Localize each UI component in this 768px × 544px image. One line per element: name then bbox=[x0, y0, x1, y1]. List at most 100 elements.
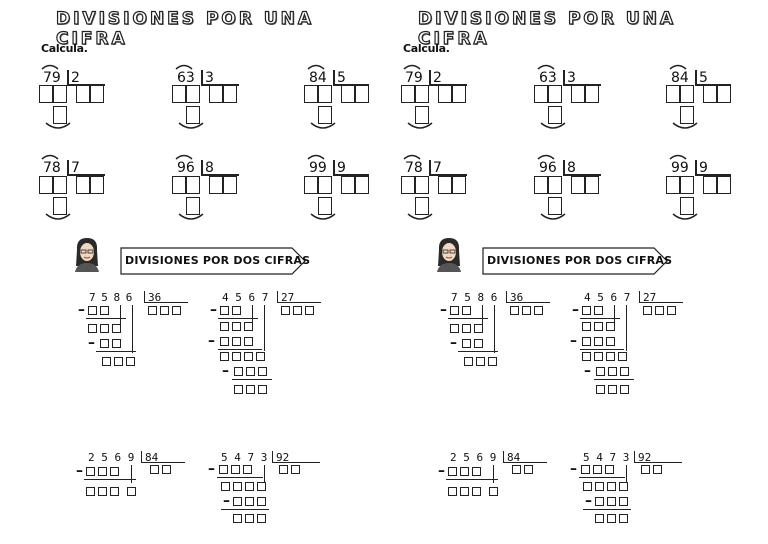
digit-box[interactable] bbox=[245, 514, 254, 523]
answer-box[interactable] bbox=[666, 85, 680, 103]
answer-box[interactable] bbox=[172, 85, 186, 103]
quotient-box[interactable] bbox=[510, 306, 519, 315]
quotient-box[interactable] bbox=[643, 306, 652, 315]
digit-box[interactable] bbox=[221, 482, 230, 491]
remainder-box[interactable] bbox=[318, 197, 332, 215]
digit-box[interactable] bbox=[256, 352, 265, 361]
remainder-box[interactable] bbox=[53, 106, 67, 124]
digit-box[interactable] bbox=[595, 482, 604, 491]
digit-box[interactable] bbox=[102, 357, 111, 366]
answer-box[interactable] bbox=[415, 85, 429, 103]
digit-box[interactable] bbox=[620, 367, 629, 376]
digit-box[interactable] bbox=[608, 367, 617, 376]
digit-box[interactable] bbox=[462, 306, 471, 315]
digit-box[interactable] bbox=[232, 322, 241, 331]
quotient-box[interactable] bbox=[452, 176, 466, 194]
digit-box[interactable] bbox=[607, 482, 616, 491]
digit-box[interactable] bbox=[233, 482, 242, 491]
quotient-box[interactable] bbox=[341, 85, 355, 103]
quotient-box[interactable] bbox=[524, 465, 533, 474]
digit-box[interactable] bbox=[582, 322, 591, 331]
digit-box[interactable] bbox=[110, 487, 119, 496]
digit-box[interactable] bbox=[244, 337, 253, 346]
digit-box[interactable] bbox=[258, 385, 267, 394]
remainder-box[interactable] bbox=[53, 197, 67, 215]
digit-box[interactable] bbox=[114, 357, 123, 366]
digit-box[interactable] bbox=[232, 306, 241, 315]
remainder-box[interactable] bbox=[548, 106, 562, 124]
answer-box[interactable] bbox=[186, 176, 200, 194]
answer-box[interactable] bbox=[53, 85, 67, 103]
quotient-box[interactable] bbox=[522, 306, 531, 315]
digit-box[interactable] bbox=[489, 487, 498, 496]
digit-box[interactable] bbox=[462, 324, 471, 333]
quotient-box[interactable] bbox=[279, 465, 288, 474]
digit-box[interactable] bbox=[245, 482, 254, 491]
quotient-box[interactable] bbox=[172, 306, 181, 315]
digit-box[interactable] bbox=[596, 367, 605, 376]
digit-box[interactable] bbox=[595, 514, 604, 523]
quotient-box[interactable] bbox=[293, 306, 302, 315]
answer-box[interactable] bbox=[39, 176, 53, 194]
digit-box[interactable] bbox=[112, 324, 121, 333]
digit-box[interactable] bbox=[460, 487, 469, 496]
answer-box[interactable] bbox=[318, 176, 332, 194]
answer-box[interactable] bbox=[53, 176, 67, 194]
digit-box[interactable] bbox=[474, 324, 483, 333]
digit-box[interactable] bbox=[582, 337, 591, 346]
digit-box[interactable] bbox=[100, 339, 109, 348]
digit-box[interactable] bbox=[127, 487, 136, 496]
quotient-box[interactable] bbox=[76, 176, 90, 194]
remainder-box[interactable] bbox=[548, 197, 562, 215]
remainder-box[interactable] bbox=[680, 197, 694, 215]
quotient-box[interactable] bbox=[209, 85, 223, 103]
digit-box[interactable] bbox=[594, 306, 603, 315]
remainder-box[interactable] bbox=[186, 197, 200, 215]
quotient-box[interactable] bbox=[585, 85, 599, 103]
digit-box[interactable] bbox=[620, 385, 629, 394]
quotient-box[interactable] bbox=[717, 176, 731, 194]
answer-box[interactable] bbox=[666, 176, 680, 194]
quotient-box[interactable] bbox=[281, 306, 290, 315]
digit-box[interactable] bbox=[110, 467, 119, 476]
digit-box[interactable] bbox=[595, 497, 604, 506]
quotient-box[interactable] bbox=[585, 176, 599, 194]
answer-box[interactable] bbox=[534, 85, 548, 103]
quotient-box[interactable] bbox=[534, 306, 543, 315]
quotient-box[interactable] bbox=[512, 465, 521, 474]
answer-box[interactable] bbox=[680, 176, 694, 194]
digit-box[interactable] bbox=[606, 352, 615, 361]
quotient-box[interactable] bbox=[90, 176, 104, 194]
quotient-box[interactable] bbox=[341, 176, 355, 194]
digit-box[interactable] bbox=[245, 497, 254, 506]
digit-box[interactable] bbox=[112, 339, 121, 348]
digit-box[interactable] bbox=[606, 322, 615, 331]
digit-box[interactable] bbox=[450, 306, 459, 315]
digit-box[interactable] bbox=[244, 322, 253, 331]
digit-box[interactable] bbox=[243, 465, 252, 474]
digit-box[interactable] bbox=[594, 352, 603, 361]
quotient-box[interactable] bbox=[641, 465, 650, 474]
quotient-box[interactable] bbox=[438, 176, 452, 194]
quotient-box[interactable] bbox=[150, 465, 159, 474]
answer-box[interactable] bbox=[548, 176, 562, 194]
digit-box[interactable] bbox=[582, 352, 591, 361]
digit-box[interactable] bbox=[231, 465, 240, 474]
digit-box[interactable] bbox=[464, 357, 473, 366]
remainder-box[interactable] bbox=[415, 106, 429, 124]
digit-box[interactable] bbox=[594, 337, 603, 346]
digit-box[interactable] bbox=[462, 339, 471, 348]
digit-box[interactable] bbox=[593, 465, 602, 474]
digit-box[interactable] bbox=[220, 337, 229, 346]
answer-box[interactable] bbox=[534, 176, 548, 194]
quotient-box[interactable] bbox=[667, 306, 676, 315]
digit-box[interactable] bbox=[219, 465, 228, 474]
answer-box[interactable] bbox=[401, 176, 415, 194]
quotient-box[interactable] bbox=[291, 465, 300, 474]
remainder-box[interactable] bbox=[186, 106, 200, 124]
digit-box[interactable] bbox=[583, 482, 592, 491]
quotient-box[interactable] bbox=[355, 176, 369, 194]
digit-box[interactable] bbox=[246, 385, 255, 394]
digit-box[interactable] bbox=[619, 514, 628, 523]
digit-box[interactable] bbox=[606, 337, 615, 346]
